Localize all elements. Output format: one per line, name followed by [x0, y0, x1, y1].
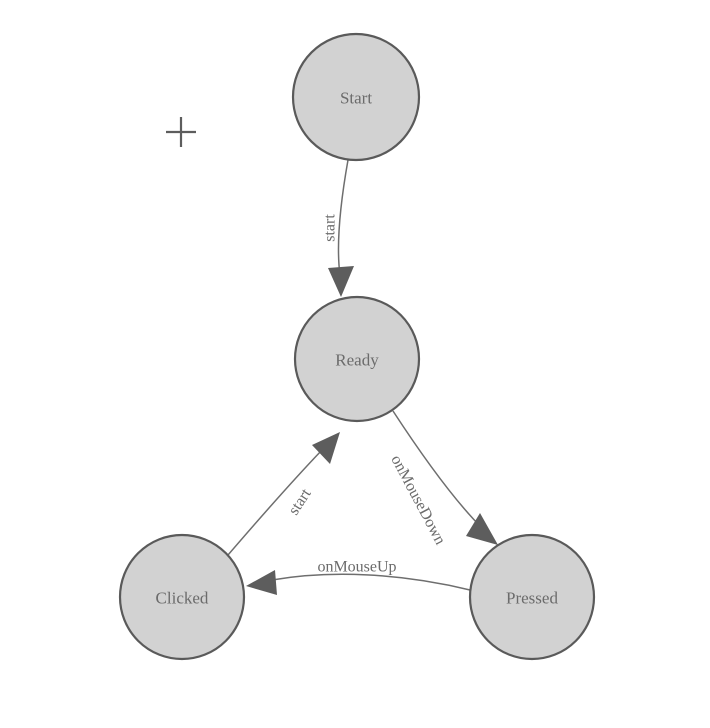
edge-label-pressed-to-clicked: onMouseUp [317, 559, 396, 576]
arrow-head-icon [246, 570, 277, 595]
node-circle [293, 295, 421, 423]
edge-start-to-ready[interactable]: start [322, 159, 355, 297]
node-circle [291, 32, 421, 162]
node-label-pressed: Pressed [506, 589, 558, 608]
node-ready[interactable]: Ready [293, 295, 421, 423]
plus-marker-icon[interactable] [166, 117, 196, 147]
edge-path [337, 159, 349, 276]
arrow-head-icon [328, 266, 354, 297]
edge-label-clicked-to-ready: start [285, 485, 315, 518]
edge-path [392, 410, 483, 529]
node-clicked[interactable]: Clicked [118, 533, 246, 661]
node-circle [468, 533, 596, 661]
node-circle [118, 533, 246, 661]
edge-path [271, 573, 471, 591]
arrow-head-icon [312, 432, 340, 464]
edge-ready-to-pressed[interactable]: onMouseDown [387, 410, 498, 548]
edge-pressed-to-clicked[interactable]: onMouseUp [246, 559, 471, 596]
node-label-clicked: Clicked [156, 589, 209, 608]
edge-clicked-to-ready[interactable]: start [227, 432, 340, 556]
edge-label-start-to-ready: start [322, 214, 339, 242]
edge-label-ready-to-pressed: onMouseDown [387, 452, 448, 547]
node-label-start: Start [340, 89, 372, 108]
arrow-head-icon [466, 513, 498, 545]
node-label-ready: Ready [335, 351, 379, 370]
node-pressed[interactable]: Pressed [468, 533, 596, 661]
node-start[interactable]: Start [291, 32, 421, 162]
edge-path [227, 449, 323, 556]
